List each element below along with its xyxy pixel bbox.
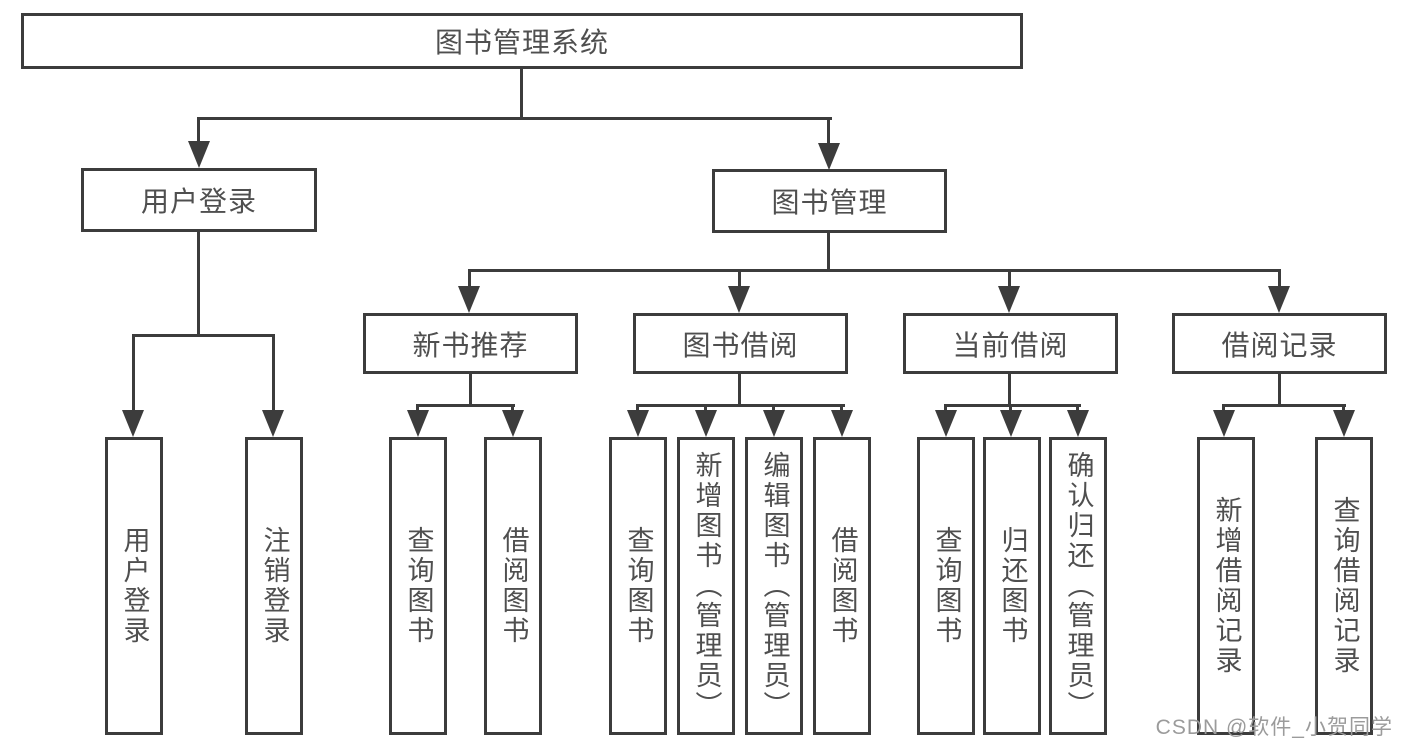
node-leaf-borrow-books-recommend: 借阅图书 [484,437,542,735]
node-label: 查询图书 [931,526,962,646]
node-book-borrowing: 图书借阅 [633,313,848,374]
connector-arrow [1268,286,1290,313]
connector-line [738,374,741,407]
connector-line [772,404,775,413]
connector-arrow [935,410,957,437]
node-leaf-borrow-books: 借阅图书 [813,437,871,735]
connector-line [1008,374,1011,407]
connector-line [197,232,200,336]
connector-arrow [1067,410,1089,437]
connector-line [132,334,275,337]
connector-arrow [1213,410,1235,437]
node-leaf-query-books-borrow: 查询图书 [609,437,667,735]
connector-arrow [1000,410,1022,437]
connector-line [416,404,419,413]
connector-arrow [262,410,284,437]
node-label: 新增借阅记录 [1211,496,1242,676]
connector-line [468,269,471,289]
node-leaf-add-books-admin: 新增图书（管理员） [677,437,735,735]
connector-line [827,233,830,271]
connector-arrow [695,410,717,437]
node-leaf-return-books: 归还图书 [983,437,1041,735]
node-label: 新增图书（管理员） [691,451,722,721]
node-leaf-add-borrow-record: 新增借阅记录 [1197,437,1255,735]
connector-line [1008,269,1011,289]
node-borrowing-records: 借阅记录 [1172,313,1387,374]
connector-line [738,269,741,289]
connector-line [416,404,515,407]
connector-line [1222,404,1346,407]
node-leaf-edit-books-admin: 编辑图书（管理员） [745,437,803,735]
node-label: 新书推荐 [412,329,529,361]
node-leaf-logout: 注销登录 [245,437,303,735]
node-leaf-query-borrow-record: 查询借阅记录 [1315,437,1373,735]
node-label: 注销登录 [259,526,290,646]
connector-arrow [627,410,649,437]
connector-line [827,117,830,144]
node-leaf-query-books-current: 查询图书 [917,437,975,735]
node-label: 图书管理 [771,187,888,218]
connector-arrow [407,410,429,437]
node-label: 归还图书 [997,526,1028,646]
connector-arrow [122,410,144,437]
connector-line [840,404,843,413]
node-current-borrowing: 当前借阅 [903,313,1118,374]
connector-line [1009,404,1012,413]
node-label: 查询图书 [403,526,434,646]
connector-line [636,404,845,407]
node-label: 借阅图书 [827,526,858,646]
connector-line [197,117,832,120]
node-label: 用户登录 [140,186,257,217]
connector-arrow [188,141,210,168]
connector-line [1342,404,1345,413]
connector-line [944,404,1081,407]
connector-arrow [818,143,840,170]
node-leaf-confirm-return-admin: 确认归还（管理员） [1049,437,1107,735]
node-label: 当前借阅 [952,329,1069,361]
connector-arrow [831,410,853,437]
connector-line [1278,269,1281,289]
node-label: 确认归还（管理员） [1063,451,1094,721]
connector-arrow [763,410,785,437]
node-leaf-query-books-recommend: 查询图书 [389,437,447,735]
connector-arrow [728,286,750,313]
connector-arrow [998,286,1020,313]
connector-line [1278,374,1281,407]
node-new-book-recommend: 新书推荐 [363,313,578,374]
connector-line [636,404,639,413]
connector-line [272,334,275,412]
connector-line [511,404,514,413]
node-label: 用户登录 [119,526,150,646]
connector-arrow [502,410,524,437]
watermark-text: CSDN @软件_小贺同学 [1155,716,1393,739]
connector-line [197,117,200,143]
node-user-login: 用户登录 [81,168,317,232]
node-label: 借阅图书 [498,526,529,646]
connector-line [944,404,947,413]
node-library-management-system: 图书管理系统 [21,13,1023,69]
connector-arrow [1333,410,1355,437]
node-label: 编辑图书（管理员） [759,451,790,721]
node-book-management: 图书管理 [712,169,947,233]
connector-line [468,269,1281,272]
connector-line [132,334,135,412]
connector-arrow [458,286,480,313]
node-label: 图书借阅 [682,329,799,361]
connector-line [520,69,523,119]
connector-line [1076,404,1079,413]
node-leaf-user-login: 用户登录 [105,437,163,735]
node-label: 借阅记录 [1221,329,1338,361]
node-label: 查询借阅记录 [1329,496,1360,676]
node-label: 图书管理系统 [434,27,609,58]
connector-line [1222,404,1225,413]
node-label: 查询图书 [623,526,654,646]
connector-line [704,404,707,413]
connector-line [469,374,472,407]
